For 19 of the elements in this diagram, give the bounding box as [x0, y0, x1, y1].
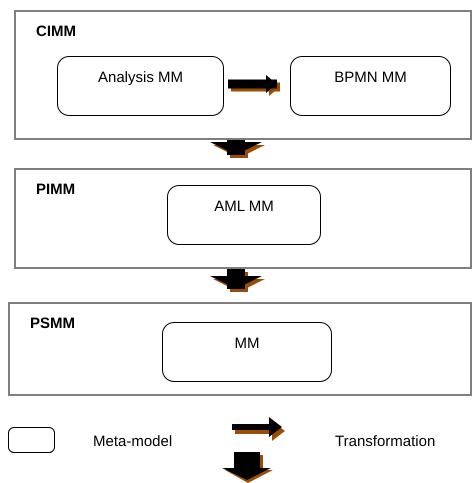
- level-band: [14, 168, 472, 269]
- legend-label: Meta-model: [93, 434, 172, 449]
- level-band: [8, 302, 472, 396]
- meta-model-box: [57, 56, 224, 116]
- transformation-arrow: [210, 140, 262, 155]
- meta-model-box: [167, 185, 321, 245]
- legend-label: Transformation: [335, 434, 436, 449]
- level-label: CIMM: [36, 24, 76, 39]
- level-label: PIMM: [36, 182, 76, 197]
- transformation-arrow: [210, 269, 262, 289]
- box-label: AML MM: [214, 198, 274, 217]
- meta-model-box: [290, 56, 451, 116]
- transformation-arrow: [228, 75, 277, 93]
- box-label: Analysis MM: [98, 69, 183, 88]
- meta-model-box: [162, 322, 332, 382]
- level-band: [14, 10, 472, 140]
- level-label: PSMM: [30, 316, 75, 331]
- box-label: MM: [234, 335, 260, 354]
- box-label: BPMN MM: [334, 69, 407, 88]
